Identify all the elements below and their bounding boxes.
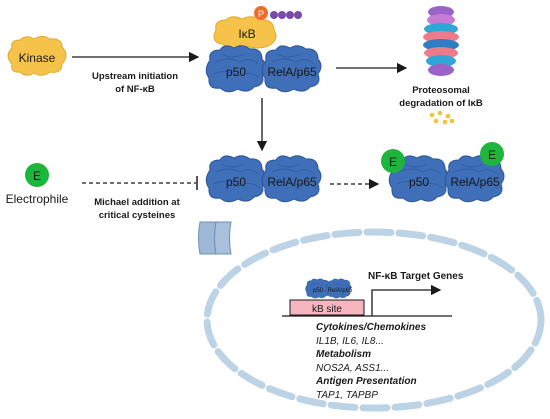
electrophile-adduct-icon: [480, 142, 504, 166]
kb-site-box: [289, 299, 365, 316]
electrophile-letter: E: [33, 169, 41, 183]
relap65-label-mid: RelA/p65: [267, 175, 317, 189]
phosphate-label: P: [258, 9, 264, 19]
upstream-label-1: Upstream initiation: [92, 71, 178, 82]
kinase-icon: [7, 36, 67, 76]
electrophile-adduct-letter: E: [488, 148, 496, 162]
electrophile-label: Electrophile: [6, 192, 69, 206]
proteo-label-2: degradation of IκB: [399, 98, 483, 109]
nucleus-envelope: [203, 228, 545, 412]
michael-label-1: Michael addition at: [94, 197, 180, 208]
p50-label-top: p50: [226, 65, 246, 79]
antigen-genes: TAP1, TAPBP: [316, 390, 378, 401]
relap65-label-top: RelA/p65: [267, 65, 317, 79]
metabolism-genes: NOS2A, ASS1...: [316, 363, 389, 374]
electrophile-adduct-icon: [381, 149, 405, 173]
membrane-channel-icon: [198, 221, 232, 255]
cytokines-heading: Cytokines/Chemokines: [316, 322, 426, 333]
phosphate-icon: [254, 6, 268, 20]
p50-label-mid: p50: [226, 175, 246, 189]
kb-site-label: kB site: [312, 304, 342, 315]
degradation-dots-icon: [429, 110, 455, 125]
metabolism-heading: Metabolism: [316, 349, 371, 360]
transcription-start-arrow: [371, 284, 442, 316]
cytokines-genes: IL1B, IL6, IL8...: [316, 336, 384, 347]
p50-label-modified: p50: [409, 175, 429, 189]
electrophile-adduct-letter: E: [389, 155, 397, 169]
upstream-label-2: of NF-κB: [115, 84, 155, 95]
relap65-label-modified: RelA/p65: [450, 175, 500, 189]
antigen-heading: Antigen Presentation: [315, 376, 417, 387]
relap65-label-dna: RelA/p65: [328, 288, 353, 294]
ubiquitin-chain-icon: [270, 11, 302, 19]
ikb-label: IκB: [238, 27, 255, 41]
kinase-label: Kinase: [19, 51, 56, 65]
p50-label-dna: p50: [313, 288, 324, 294]
electrophile-icon: [25, 163, 49, 187]
target-genes-label: NF-κB Target Genes: [368, 271, 464, 282]
proteo-label-1: Proteosomal: [412, 85, 470, 96]
michael-label-2: critical cysteines: [99, 210, 176, 221]
proteasome-icon: [423, 6, 459, 76]
